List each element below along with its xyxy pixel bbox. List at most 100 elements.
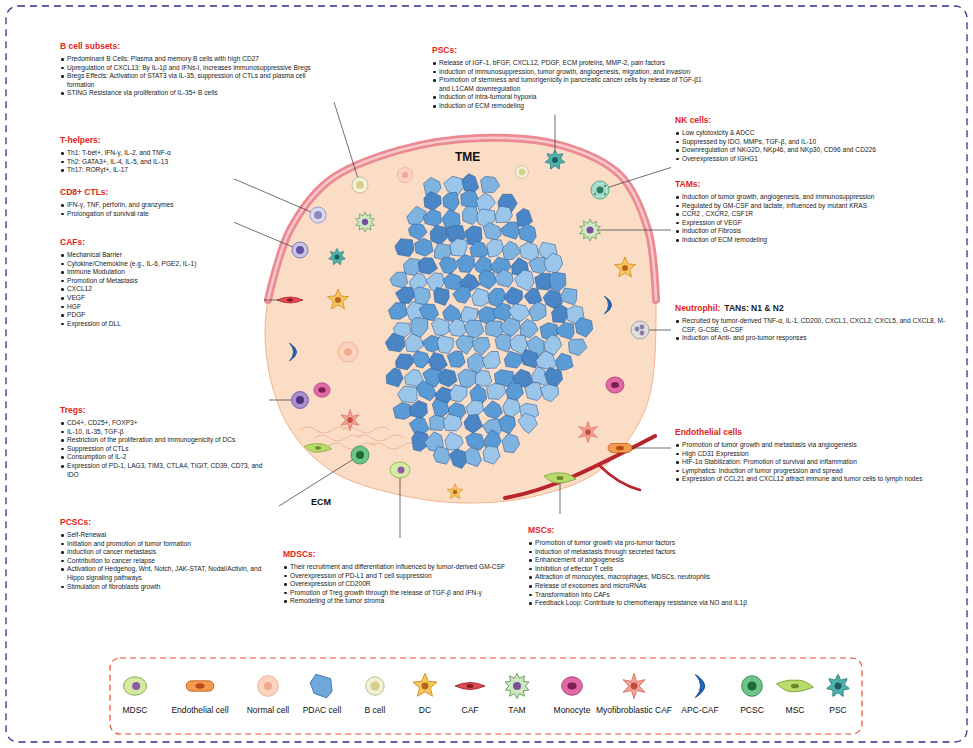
- leader-line: [234, 222, 300, 250]
- callout-heading: CD8+ CTLs:: [60, 187, 108, 197]
- cell-icon: [366, 677, 384, 695]
- pdac-cell: [502, 433, 519, 452]
- cell-part: [635, 327, 640, 332]
- cell-icon: [631, 321, 649, 339]
- cell-part: [591, 181, 609, 199]
- cell-part: [390, 462, 410, 478]
- bullet-list: CD4+, CD25+, FOXP3+IL-10, IL-35, TGF-βRe…: [60, 419, 265, 479]
- cell-part: [314, 383, 330, 397]
- pdac-cell: [544, 253, 563, 273]
- callout-group: TAMs:Induction of tumor growth, angiogen…: [675, 172, 950, 245]
- pdac-cell: [431, 318, 449, 335]
- ecm-fiber: [356, 435, 404, 441]
- pdac-cell: [390, 272, 408, 288]
- callout-bullet: Prolongation of survival rate: [60, 210, 230, 219]
- callout-bullet: Induction of Fibrosis: [675, 227, 950, 236]
- pdac-cell: [552, 304, 569, 323]
- cell-part: [606, 377, 624, 393]
- stroma-region: [265, 138, 656, 503]
- callout-bullet: VEGF: [60, 294, 260, 303]
- outer-frame: [6, 6, 967, 742]
- callout-bullet: Th1: T-bet+, IFN-γ, IL-2, and TNF-α: [60, 149, 230, 158]
- callout-bullet: Recruited by tumor-derived TNF-α, IL-1, …: [675, 317, 955, 334]
- pdac-cell: [479, 270, 496, 289]
- pdac-cell: [483, 401, 503, 419]
- pdac-cell: [525, 383, 542, 401]
- cell-icon: [258, 676, 279, 697]
- pdac-cell: [385, 333, 404, 352]
- callout-bullet: Self-Renewal: [60, 531, 275, 540]
- cell-icon: [591, 181, 609, 199]
- cell-part: [292, 392, 309, 409]
- heading-row: Tregs:: [60, 398, 265, 417]
- cell-part: [567, 683, 576, 690]
- pdac-cell: [462, 174, 479, 192]
- cell-part: [329, 249, 346, 265]
- cell-icon: [328, 289, 349, 309]
- pdac-cell: [397, 386, 417, 403]
- callout-heading: PSCs:: [432, 45, 457, 55]
- callout-bullet: Restriction of the proliferation and imm…: [60, 436, 265, 445]
- cell-part: [604, 296, 611, 314]
- pdac-cell: [413, 287, 430, 305]
- leader-line: [334, 102, 360, 185]
- pdac-cell: [434, 287, 449, 305]
- heading-row: CD8+ CTLs:: [60, 180, 230, 199]
- callout-group: MDSCs:Their recruitment and differentiat…: [283, 542, 513, 606]
- cell-part: [351, 446, 369, 464]
- cell-part: [597, 187, 604, 194]
- pdac-cell: [450, 449, 468, 469]
- cell-part: [277, 297, 303, 303]
- cell-part: [258, 676, 279, 697]
- callout-heading: PCSCs:: [60, 517, 91, 527]
- pdac-cell: [415, 238, 433, 256]
- bullet-list: Recruited by tumor-derived TNF-α, IL-1, …: [675, 317, 955, 343]
- callout-bullet: Overexpression of PD-L1 and T cell suppr…: [283, 572, 513, 581]
- pdac-cell: [524, 288, 542, 304]
- pdac-cell: [518, 413, 537, 433]
- cell-icon: [310, 674, 332, 697]
- callout-bullet: Suppressed by IDO, MMPs, TGF-β, and IL-1…: [675, 138, 950, 147]
- cell-part: [356, 181, 364, 189]
- callout-bullet: Attraction of monocytes, macrophages, MD…: [528, 573, 773, 582]
- pdac-cell: [418, 258, 438, 275]
- cell-part: [580, 219, 601, 241]
- legend-label: PDAC cell: [272, 705, 372, 715]
- callout-bullet: Bregs Effects: Activation of STAT3 via I…: [60, 72, 330, 89]
- pdac-cell: [496, 206, 513, 222]
- cell-icon: [289, 343, 296, 361]
- callout-bullet: Enhancement of angiogenesis: [528, 556, 773, 565]
- cell-part: [791, 684, 799, 689]
- callout-group: PSCs:Release of IGF-1, bFGF, CXCL12, PDG…: [432, 38, 704, 111]
- cell-part: [622, 265, 628, 271]
- cell-part: [397, 167, 412, 182]
- callout-bullet: CD4+, CD25+, FOXP3+: [60, 419, 265, 428]
- cell-icon: [338, 342, 358, 362]
- cell-part: [356, 212, 375, 232]
- pdac-cell: [447, 351, 465, 367]
- callout-bullet: Mechanical Barrier: [60, 251, 260, 260]
- cell-part: [585, 429, 591, 435]
- callout-bullet: CCR2 , CXCR2, CSF1R: [675, 210, 950, 219]
- callout-bullet: Expression of DLL: [60, 320, 260, 329]
- pdac-cell: [464, 415, 483, 434]
- pdac-cell: [481, 176, 500, 192]
- ecm-fiber: [300, 427, 348, 433]
- heading-row: NK cells:: [675, 108, 950, 127]
- pdac-cell: [438, 369, 457, 387]
- cell-part: [552, 157, 558, 163]
- pdac-cell: [540, 384, 558, 402]
- pdac-cell: [412, 351, 430, 368]
- ecm-fiber: [314, 435, 362, 441]
- pdac-cell: [472, 338, 490, 356]
- callout-group: PCSCs:Self-RenewalInitiation and promoti…: [60, 510, 275, 591]
- cell-icon: [615, 257, 636, 277]
- callout-bullet: Induction of cancer metastasis: [60, 548, 275, 557]
- pdac-cell: [475, 371, 492, 387]
- ecm-fiber: [370, 443, 418, 449]
- cell-icon: [544, 473, 576, 483]
- cell-part: [608, 444, 632, 453]
- cell-part: [615, 257, 636, 277]
